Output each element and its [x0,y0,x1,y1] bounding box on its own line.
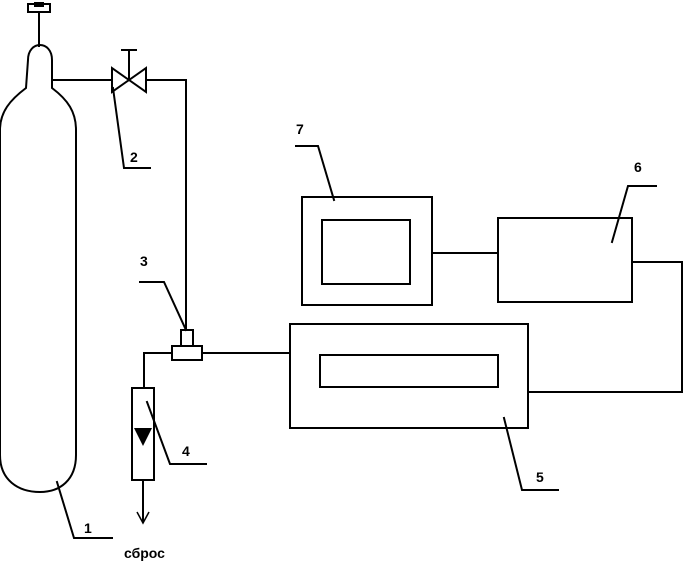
cylinder-body [0,44,77,494]
rotameter-float [134,428,152,446]
cylinder-valve-knob [34,2,44,7]
leader-lines [55,86,657,539]
part-labels: 1 2 3 4 5 6 7 сброс [84,121,642,561]
label-1: 1 [84,520,92,536]
valve-body [111,66,147,94]
recorder-unit [497,217,633,303]
leader-5 [502,416,559,491]
recorder-analyzer-line [527,261,683,393]
analyzer-unit [289,323,529,429]
label-4: 4 [182,443,190,459]
leader-3 [139,281,188,332]
monitor-frame [301,196,433,306]
leader-4 [145,400,207,465]
signal-lines [431,252,683,393]
leader-6 [610,185,657,244]
gas-line [51,79,187,331]
tee-fitting [143,329,291,389]
recorder-housing [497,217,633,303]
label-7: 7 [296,121,304,137]
label-2: 2 [130,149,138,165]
exhaust-arrow-icon [136,511,150,525]
label-5: 5 [536,469,544,485]
label-6: 6 [634,159,642,175]
gas-cylinder [0,2,77,494]
tee-body [171,345,203,361]
label-3: 3 [140,253,148,269]
analyzer-housing [289,323,529,429]
tee-branch [180,329,194,347]
analyzer-display [319,354,499,388]
computer-monitor [301,196,433,306]
label-exhaust: сброс [124,545,165,561]
leader-1 [55,480,113,539]
needle-valve [111,49,147,94]
leader-7 [295,145,336,202]
monitor-screen [321,219,411,285]
leader-2 [111,86,151,169]
rotameter [131,387,155,525]
